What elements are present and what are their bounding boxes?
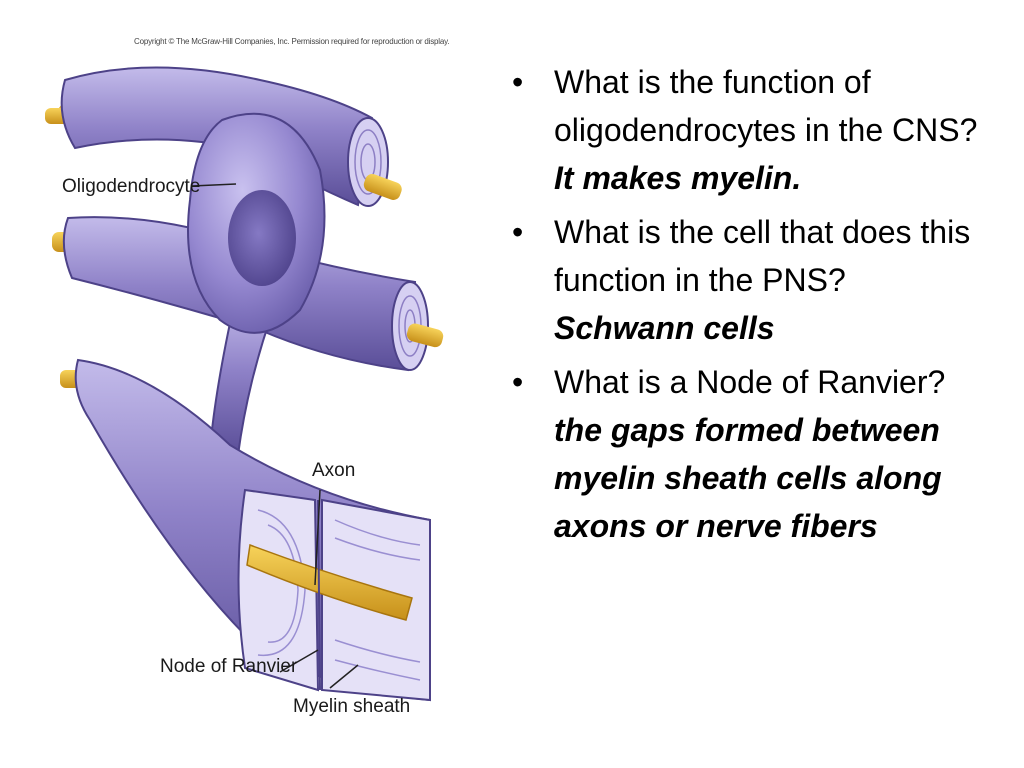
bullet-item: What is the cell that does this function…: [508, 208, 988, 352]
bullet-item: What is the function of oligodendrocytes…: [508, 58, 988, 202]
oligodendrocyte-diagram: Oligodendrocyte Axon Node of Ranvier Mye…: [45, 66, 444, 717]
label-myelin-sheath: Myelin sheath: [293, 696, 410, 717]
copyright-notice: Copyright © The McGraw-Hill Companies, I…: [134, 37, 450, 46]
nucleus: [228, 190, 296, 286]
bullet-answer: It makes myelin.: [554, 160, 802, 196]
axon-core: [246, 543, 413, 621]
bullet-answer: Schwann cells: [554, 310, 775, 346]
bullet-question: What is the function of oligodendrocytes…: [554, 64, 978, 148]
myelin-cutaway: [237, 488, 431, 702]
label-node-of-ranvier: Node of Ranvier: [160, 656, 298, 677]
question-list: What is the function of oligodendrocytes…: [508, 58, 988, 556]
bullet-question: What is the cell that does this function…: [554, 214, 971, 298]
bullet-answer: the gaps formed between myelin sheath ce…: [554, 412, 942, 544]
label-oligodendrocyte: Oligodendrocyte: [62, 176, 200, 197]
oligodendrocyte-cell-body: [187, 112, 326, 334]
label-axon: Axon: [312, 460, 355, 481]
bullet-question: What is a Node of Ranvier?: [554, 364, 946, 400]
bullet-item: What is a Node of Ranvier? the gaps form…: [508, 358, 988, 550]
